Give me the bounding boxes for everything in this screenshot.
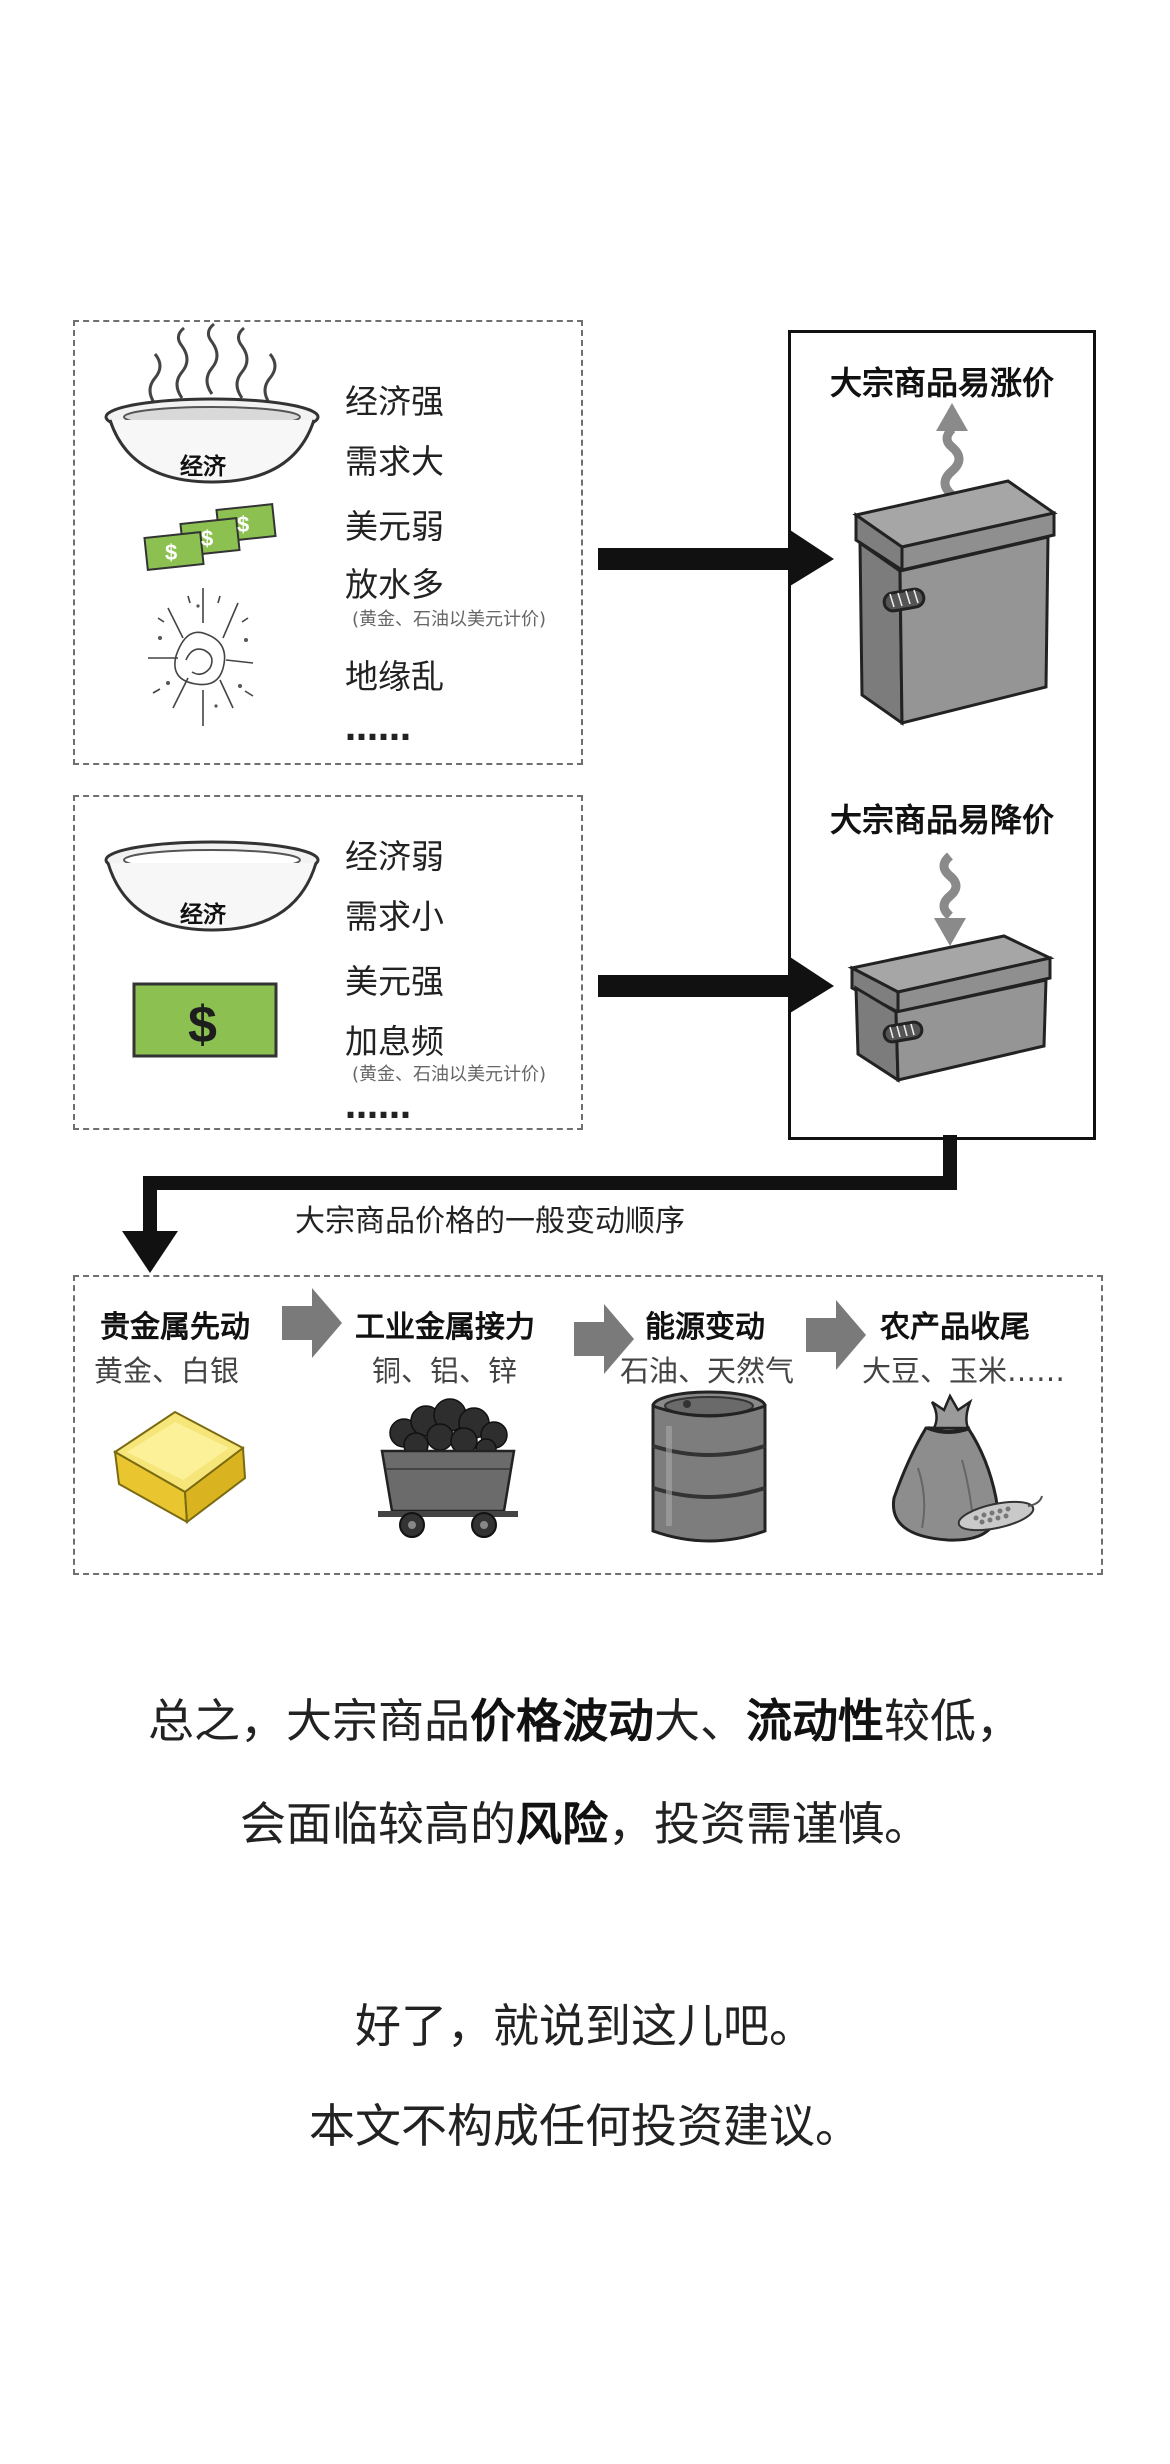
dollar-bills-icon: $ $ $ <box>143 503 277 571</box>
summary-emphasis: 风险 <box>516 1797 608 1851</box>
summary-emphasis: 价格波动 <box>470 1694 654 1748</box>
box-price-up-icon <box>852 403 1058 726</box>
economy-bowl-hot-icon <box>104 322 320 484</box>
factor-weak-dollar: 美元弱 <box>345 507 444 546</box>
chaos-explosion-icon <box>148 588 254 726</box>
summary-text: 较低， <box>884 1694 1022 1748</box>
ellipsis-top: …… <box>345 709 411 748</box>
step-arrow-3 <box>806 1300 866 1370</box>
bowl-label-bottom: 经济 <box>180 902 226 928</box>
sequence-connector-arrow <box>122 1135 957 1273</box>
sequence-title: 大宗商品价格的一般变动顺序 <box>295 1204 685 1239</box>
svg-text:$: $ <box>201 526 213 551</box>
price-rise-label: 大宗商品易涨价 <box>829 364 1054 402</box>
step-arrow-1 <box>282 1288 342 1358</box>
disclaimer-line: 本文不构成任何投资建议。 <box>309 2099 861 2153</box>
svg-text:$: $ <box>237 512 249 537</box>
summary-line-2: 会面临较高的风险，投资需谨慎。 <box>0 1788 1170 1854</box>
arrow-to-rise <box>598 530 834 586</box>
factor-strong-economy: 经济强 <box>345 382 444 421</box>
grain-sack-icon <box>891 1393 1043 1542</box>
weak-factors-panel <box>73 795 583 1130</box>
summary-text: 大、 <box>654 1694 746 1748</box>
strong-factors-panel <box>73 320 583 765</box>
factor-geopolitics: 地缘乱 <box>345 657 444 696</box>
factor-strong-dollar: 美元强 <box>345 962 444 1001</box>
stage-items-energy: 石油、天然气 <box>620 1354 795 1388</box>
arrow-to-fall <box>598 957 834 1013</box>
stage-title-energy: 能源变动 <box>645 1310 765 1345</box>
stage-items-industrial-metals: 铜、铝、锌 <box>372 1354 518 1388</box>
bowl-label-top: 经济 <box>180 454 226 480</box>
svg-text:$: $ <box>165 540 177 565</box>
closing-line: 好了，就说到这儿吧。 <box>355 1999 815 2053</box>
box-price-down-icon <box>847 852 1055 1083</box>
dollar-pricing-note-bottom: (黄金、石油以美元计价) <box>352 1064 547 1085</box>
dollar-pricing-note-top: (黄金、石油以美元计价) <box>352 609 547 630</box>
step-arrow-2 <box>574 1304 634 1374</box>
ellipsis-bottom: …… <box>345 1087 411 1126</box>
stage-title-agriculture: 农产品收尾 <box>880 1310 1030 1345</box>
summary-emphasis: 流动性 <box>746 1694 884 1748</box>
stage-title-precious-metals: 贵金属先动 <box>100 1310 250 1345</box>
stage-title-industrial-metals: 工业金属接力 <box>355 1310 535 1345</box>
summary-text: 总之，大宗商品 <box>148 1694 470 1748</box>
factor-rate-hikes: 加息频 <box>345 1022 444 1061</box>
ore-cart-icon <box>378 1398 518 1538</box>
summary-text: 会面临较高的 <box>240 1797 516 1851</box>
factor-high-demand: 需求大 <box>345 442 444 481</box>
commodity-price-result-box <box>788 330 1096 1140</box>
gold-bar-icon <box>113 1410 247 1524</box>
price-fall-label: 大宗商品易降价 <box>829 801 1054 839</box>
oil-barrel-icon <box>651 1390 767 1543</box>
summary-line-1: 总之，大宗商品价格波动大、流动性较低， <box>0 1685 1170 1751</box>
factor-easing: 放水多 <box>345 565 444 604</box>
svg-text:$: $ <box>188 996 217 1054</box>
factor-low-demand: 需求小 <box>345 897 444 936</box>
price-sequence-panel <box>73 1275 1103 1575</box>
factor-weak-economy: 经济弱 <box>345 837 444 876</box>
dollar-bill-icon: $ <box>132 982 278 1058</box>
stage-items-precious-metals: 黄金、白银 <box>94 1354 240 1388</box>
stage-items-agriculture: 大豆、玉米…… <box>862 1354 1066 1388</box>
summary-text: ，投资需谨慎。 <box>608 1797 930 1851</box>
economy-bowl-cold-icon <box>104 840 320 932</box>
